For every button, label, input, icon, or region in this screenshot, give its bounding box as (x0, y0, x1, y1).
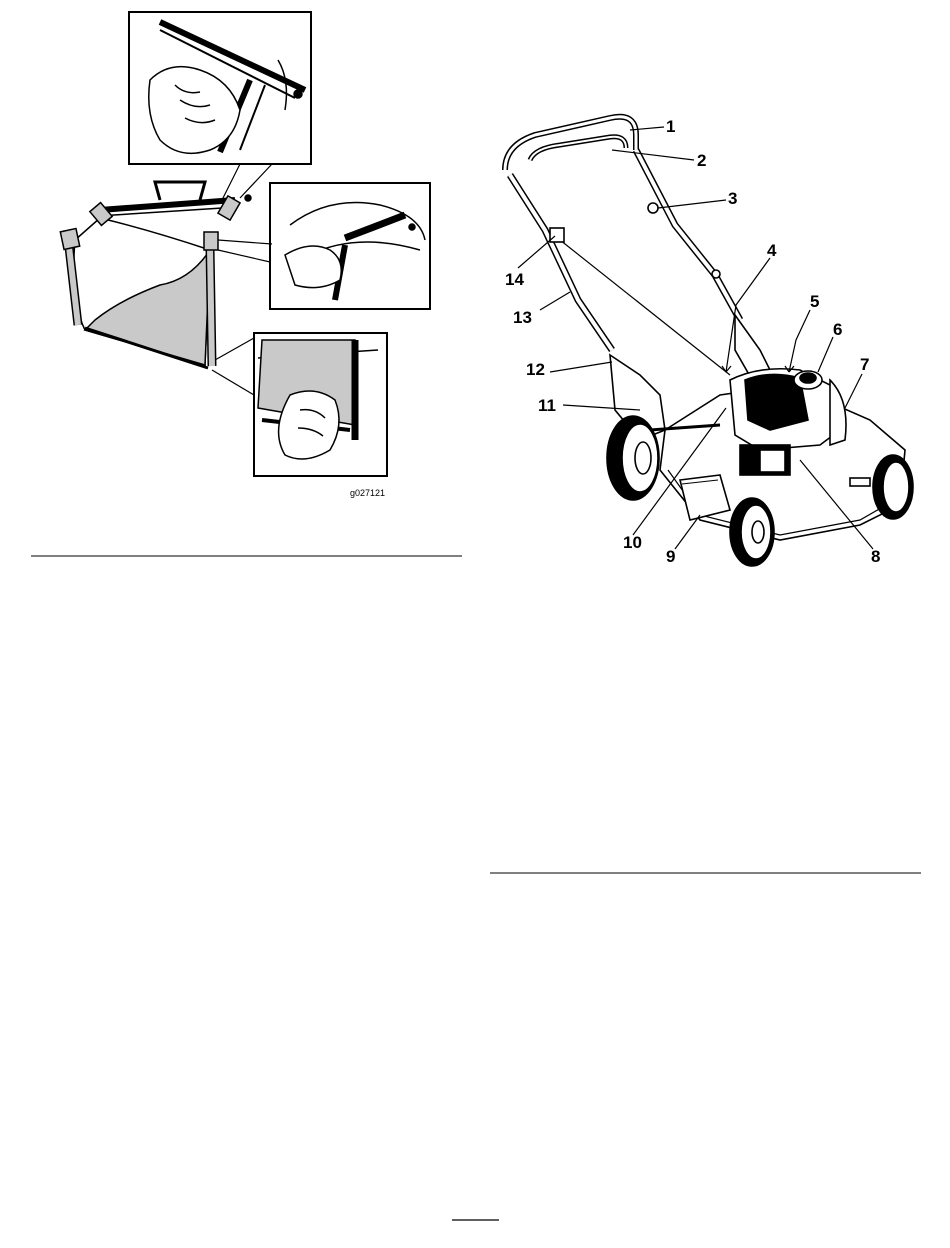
callout-5: 5 (810, 293, 819, 310)
callout-6: 6 (833, 321, 842, 338)
callout-2: 2 (697, 152, 706, 169)
callout-10: 10 (623, 534, 642, 551)
callout-14: 14 (505, 271, 524, 288)
callout-4: 4 (767, 242, 776, 259)
grass-bag-figure (60, 12, 430, 476)
callout-13: 13 (513, 309, 532, 326)
callout-12: 12 (526, 361, 545, 378)
grass-bag (60, 182, 251, 368)
mower-figure (505, 117, 913, 566)
callout-9: 9 (666, 548, 675, 565)
callout-7: 7 (860, 356, 869, 373)
callout-8: 8 (871, 548, 880, 565)
callout-1: 1 (666, 118, 675, 135)
callout-3: 3 (728, 190, 737, 207)
callout-11: 11 (538, 397, 556, 414)
figure-code-left: g027121 (350, 488, 385, 498)
